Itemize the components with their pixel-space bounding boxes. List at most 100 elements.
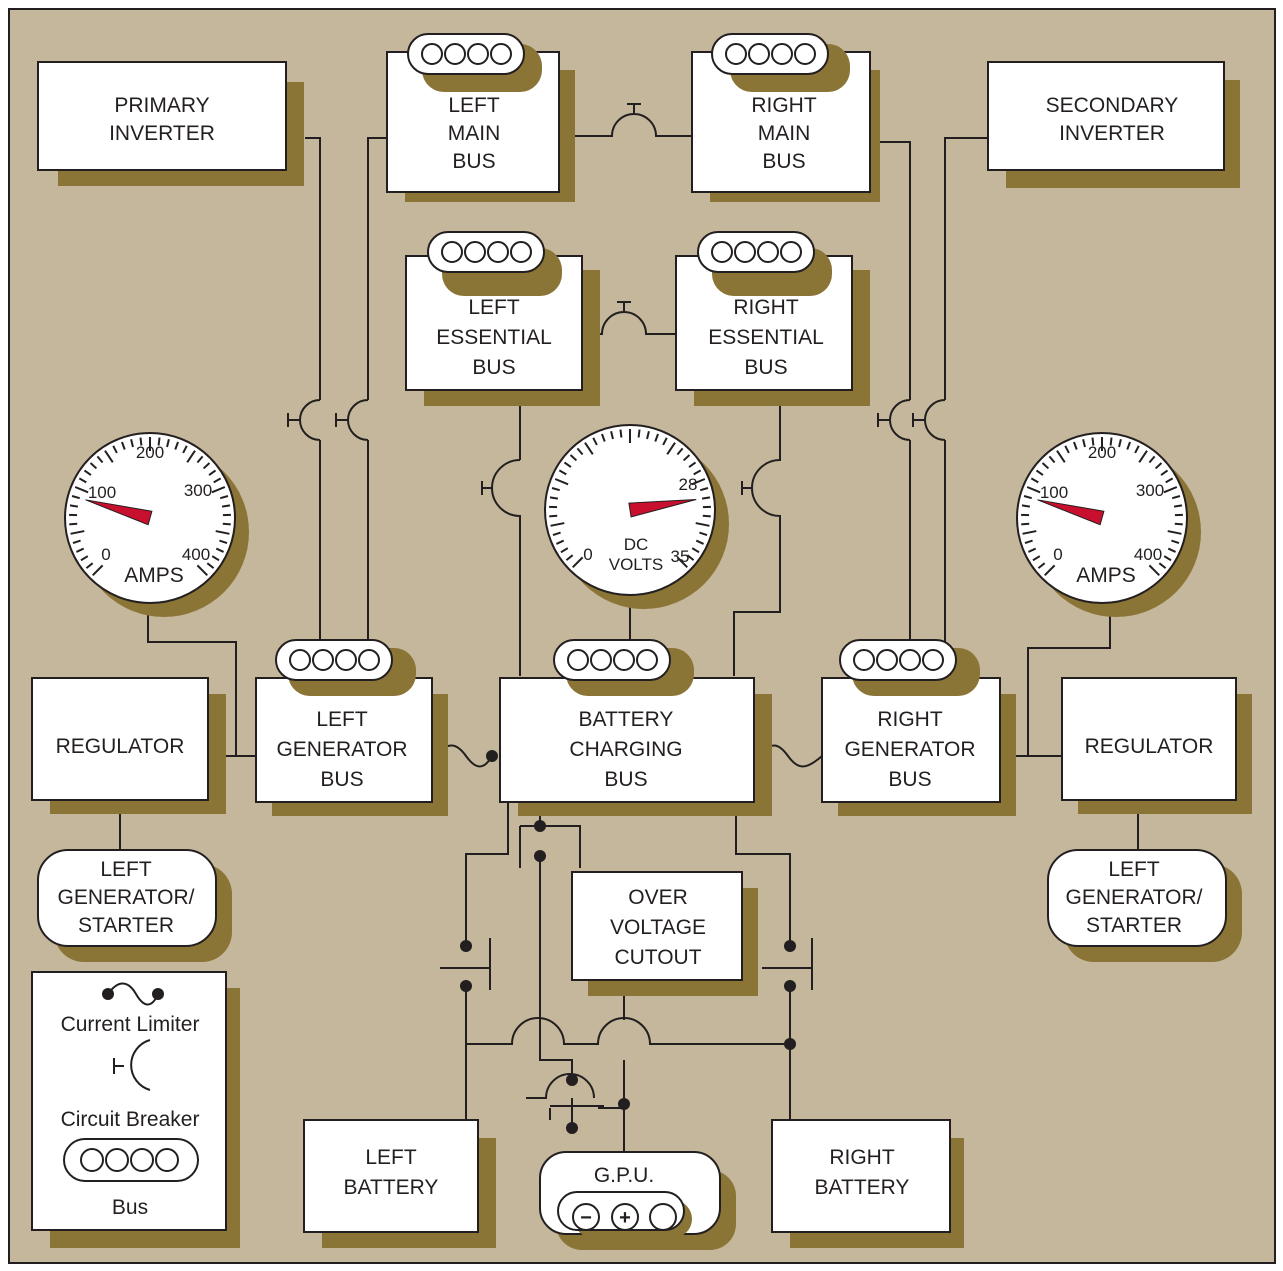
gauge-tick xyxy=(1126,441,1131,450)
primary-inverter-line1: PRIMARY xyxy=(114,94,209,117)
gauge-tick xyxy=(196,455,204,464)
legend-bus: Bus xyxy=(112,1196,148,1219)
gauge-tick xyxy=(682,454,691,462)
gauge-tick xyxy=(219,495,229,500)
gauge-tick xyxy=(130,439,134,448)
gauge-tick xyxy=(576,447,584,456)
legend: Current Limiter Circuit Breaker Bus xyxy=(31,971,240,1248)
gauge-tick xyxy=(219,539,228,544)
gauge-tick-label: 300 xyxy=(1136,481,1164,500)
gauge-tick xyxy=(157,437,161,446)
gauge-tick xyxy=(211,486,226,494)
gauge-tick xyxy=(215,547,224,553)
gauge-tick-label: 200 xyxy=(1088,443,1116,462)
gpu-box: G.P.U. − + xyxy=(539,1151,736,1250)
gauge-tick xyxy=(565,554,574,561)
gauge-tick xyxy=(1118,439,1122,448)
gauge-tick xyxy=(554,478,569,486)
gauge-tick xyxy=(1148,564,1160,576)
gauge-tick xyxy=(1167,530,1182,535)
current-limiter-symbol xyxy=(102,982,164,1006)
gauge-tick xyxy=(70,530,85,535)
gauge-tick xyxy=(654,433,659,442)
gauge-tick xyxy=(1035,469,1044,476)
gauge-tick xyxy=(206,562,215,569)
gauge-tick xyxy=(1044,564,1056,576)
gpu-negative-terminal: − xyxy=(580,1207,592,1229)
gauge-tick xyxy=(1174,522,1183,526)
gauge-tick xyxy=(1138,450,1148,463)
primary-inverter-line2: INVERTER xyxy=(109,122,215,145)
gauge-tick xyxy=(211,555,220,562)
gauge-tick xyxy=(69,522,78,526)
gauge-tick xyxy=(1041,462,1050,470)
gauge-needle xyxy=(628,499,697,518)
gauge-tick xyxy=(1021,522,1030,526)
gauge-tick-label: 0 xyxy=(1053,545,1062,564)
gauge-tick xyxy=(221,504,231,508)
gauge-tick xyxy=(1032,555,1041,562)
gauge-tick xyxy=(202,462,211,470)
gauge-unit-label: DC xyxy=(624,535,649,554)
gauge-tick xyxy=(686,554,695,561)
gauge-tick xyxy=(76,547,85,553)
gauge-tick xyxy=(1163,555,1172,562)
gauge-tick xyxy=(676,447,684,456)
gauge-tick xyxy=(693,469,702,476)
gauge-unit-label: AMPS xyxy=(1076,564,1136,587)
gauge-tick xyxy=(121,441,126,450)
gauge-tick xyxy=(1023,495,1033,500)
gauge-tick xyxy=(676,556,688,568)
gauge-tick xyxy=(208,469,217,476)
gauge-tick xyxy=(83,469,92,476)
gauge-tick-label: 0 xyxy=(101,545,110,564)
svg-text:REGULATOR: REGULATOR xyxy=(56,735,185,758)
gauge-tick xyxy=(215,530,230,535)
gauge-tick xyxy=(1026,486,1041,494)
gauge-tick xyxy=(1056,450,1066,463)
gauge-tick xyxy=(699,531,708,536)
gauge-tick xyxy=(186,450,196,463)
gauge-tick xyxy=(1024,539,1033,544)
gauge-tick xyxy=(646,431,650,440)
gauge-tick xyxy=(182,445,188,454)
gauge-tick xyxy=(72,539,81,544)
svg-text:REGULATOR: REGULATOR xyxy=(1085,735,1214,758)
gauge-tick xyxy=(1148,455,1156,464)
gauge-tick xyxy=(85,562,94,569)
gauge-tick-label: 35 xyxy=(671,547,690,566)
gauge-tick-label: 0 xyxy=(583,545,592,564)
gauge-tick-label: 400 xyxy=(182,545,210,564)
gauge-tick-label: 100 xyxy=(1040,483,1068,502)
gauge-tick xyxy=(112,445,118,454)
gauge-tick xyxy=(213,477,222,484)
gauge-tick xyxy=(1154,462,1163,470)
gauge-tick xyxy=(549,496,559,500)
left-regulator-box: REGULATOR xyxy=(31,677,226,814)
gauge-tick xyxy=(1163,486,1178,494)
gauge-tick xyxy=(702,514,711,518)
gauge-tick xyxy=(80,555,89,562)
gauge-tick xyxy=(549,514,558,518)
gauge-tick xyxy=(691,478,706,486)
gauge-tick xyxy=(619,429,623,438)
gauge-tick xyxy=(69,504,79,508)
gauge-tick xyxy=(89,462,98,470)
gauge-tick xyxy=(556,539,565,545)
gauge-tick xyxy=(1030,477,1039,484)
